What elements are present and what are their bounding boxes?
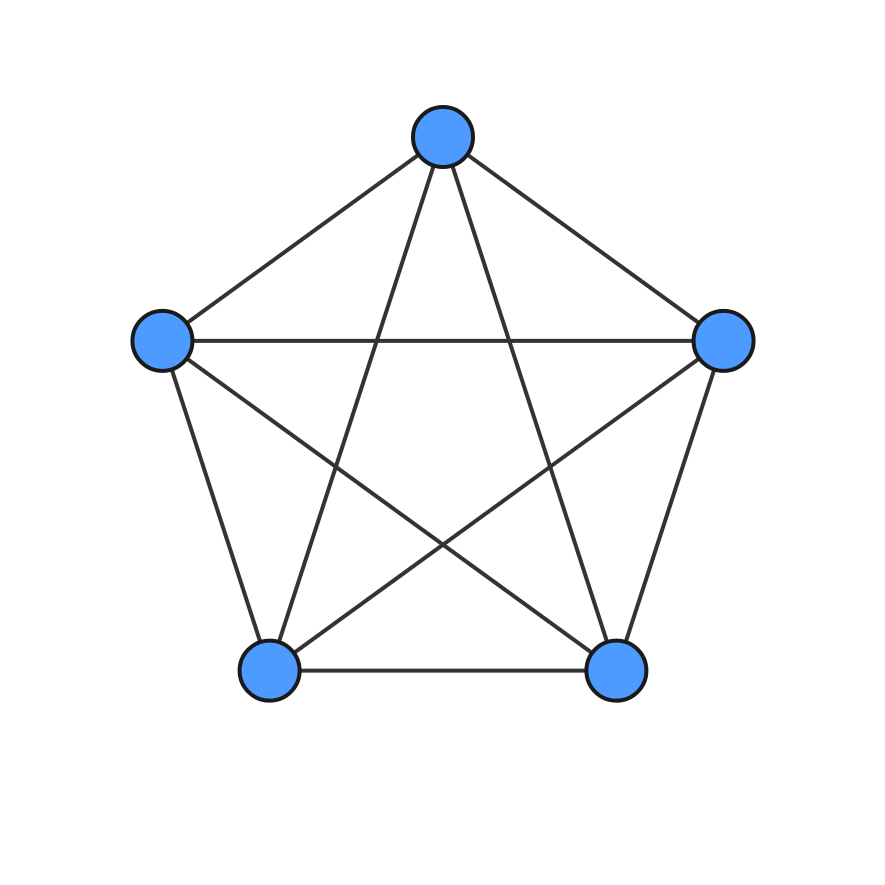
edge-1-3 (160, 340, 272, 672)
node-2 (691, 308, 756, 373)
edge-0-1 (161, 135, 445, 343)
edge-1-4 (161, 339, 618, 673)
nodes (130, 105, 756, 703)
node-1 (130, 308, 195, 373)
node-4 (584, 638, 649, 703)
edge-2-3 (268, 339, 725, 673)
edge-2-4 (614, 340, 726, 672)
edges (160, 135, 726, 673)
edge-0-4 (441, 136, 619, 672)
edge-0-2 (441, 135, 725, 343)
edge-0-3 (267, 136, 445, 672)
node-0 (411, 105, 475, 169)
node-3 (237, 638, 302, 703)
